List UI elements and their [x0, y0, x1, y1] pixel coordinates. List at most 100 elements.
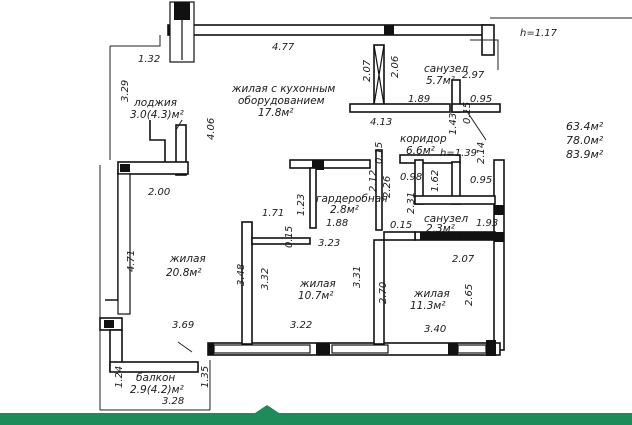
room-label: жилая — [299, 278, 336, 290]
dimension-label: 4.71 — [126, 250, 137, 272]
total-area: 78.0м² — [566, 134, 604, 147]
dimension-label: 3.22 — [290, 320, 312, 331]
dimension-label: 2.70 — [378, 282, 389, 304]
room-area: 2.8м² — [330, 204, 360, 216]
room-label: жилая с кухонным — [231, 83, 335, 95]
dimension-label: 1.35 — [200, 366, 211, 388]
dimension-label: 2.07 — [362, 59, 373, 82]
area-totals: 63.4м² 78.0м² 83.9м² — [566, 120, 626, 162]
dimension-label: 1.43 — [448, 113, 459, 135]
dimension-label: 0.15 — [462, 102, 473, 124]
top-outer-wall — [167, 24, 491, 36]
dimension-label: 2.12 — [368, 170, 379, 192]
dimension-label: 3.23 — [318, 238, 340, 249]
room-area: 5.7м² — [426, 75, 456, 87]
dimension-label: 0.98 — [400, 172, 422, 183]
room-label: санузел — [424, 213, 468, 225]
dimension-label: 2.07 — [452, 254, 475, 265]
dimension-label: 3.48 — [236, 264, 247, 286]
dimension-label: 0.95 — [470, 94, 492, 105]
footer-band — [0, 413, 632, 425]
room-top-wall — [251, 237, 311, 245]
left-outer-wall — [105, 120, 166, 301]
dimension-label: 0.15 — [374, 142, 385, 164]
total-living-area: 63.4м² — [566, 120, 604, 133]
wall-hatch — [448, 343, 458, 355]
room-area: 6.6м² — [406, 145, 436, 157]
door-swing — [465, 109, 487, 141]
dimension-label: 3.31 — [352, 266, 363, 288]
loggia-pier — [175, 124, 187, 176]
room-area: 3.0(4.3)м² — [130, 109, 185, 121]
wardrobe-top-wall — [289, 159, 371, 169]
dimension-label: 2.26 — [382, 176, 393, 198]
loggia-rail-top — [110, 35, 161, 47]
dimension-label: 2.06 — [390, 56, 401, 78]
wall-hatch — [120, 164, 130, 172]
wall-hatch — [486, 340, 496, 356]
height-label: h=1.17 — [520, 28, 558, 39]
footer-notch — [255, 405, 279, 413]
room-label: санузел — [424, 63, 468, 75]
wall-hatch — [316, 343, 330, 355]
room-label: жилая — [169, 253, 206, 265]
dimension-label: 2.65 — [464, 284, 475, 306]
bath2-top-wall — [414, 195, 496, 205]
dimension-label: 1.62 — [430, 170, 441, 192]
dimension-label: 1.88 — [326, 218, 348, 229]
dimension-label: 4.06 — [206, 118, 217, 140]
wardrobe-right-wall — [375, 149, 383, 231]
corridor-bottom-wall — [383, 231, 416, 241]
room-area: 10.7м² — [298, 290, 334, 302]
room-area: 2.3м² — [426, 223, 456, 235]
left-window-wall — [117, 173, 131, 315]
dimension-label: 3.40 — [424, 324, 446, 335]
dimension-label: 3.28 — [162, 396, 184, 407]
dimension-label: 3.29 — [120, 80, 131, 102]
dimension-label: 0.15 — [284, 226, 295, 248]
room-area: 2.9(4.2)м² — [130, 384, 185, 396]
living-divider-wall — [241, 221, 253, 345]
dimension-label: 1.89 — [408, 94, 430, 105]
right-outer-wall — [493, 159, 505, 351]
door-swing — [175, 119, 183, 131]
wall-hatch — [208, 343, 214, 355]
dimension-label: 0.15 — [390, 220, 412, 231]
dimension-label: 2.00 — [148, 187, 170, 198]
left-upper-wall — [117, 161, 189, 175]
room-label: коридор — [400, 133, 447, 145]
dimension-label: 1.23 — [296, 194, 307, 216]
wall-hatch — [494, 205, 504, 215]
shaft-line — [470, 39, 499, 70]
dimension-label: 3.69 — [172, 320, 194, 331]
dimension-label: 2.14 — [476, 142, 487, 164]
wall-hatch — [420, 232, 496, 240]
corridor-wall — [399, 154, 461, 164]
bottom-window — [213, 344, 311, 354]
dimension-label: 3.32 — [260, 268, 271, 290]
wall-hatch — [312, 160, 324, 170]
bath1-right-wall — [451, 103, 501, 113]
dimension-label: 0.95 — [470, 175, 492, 186]
room-label: жилая — [413, 288, 450, 300]
bath1-bottom-wall — [349, 103, 451, 113]
bottom-window — [457, 344, 487, 354]
bedroom-divider-wall — [373, 239, 385, 345]
room-label: оборудованием — [238, 95, 325, 107]
room-area: 11.3м² — [410, 300, 446, 312]
dimension-label: 4.13 — [370, 117, 392, 128]
dimension-label: 1.71 — [262, 208, 284, 219]
room-label: балкон — [136, 372, 175, 384]
bottom-window — [331, 344, 389, 354]
dimension-label: 1.32 — [138, 54, 160, 65]
dimension-label: 2.31 — [406, 192, 417, 214]
balcony-wall — [109, 361, 199, 373]
dimension-label: 1.93 — [476, 218, 498, 229]
wall-hatch — [384, 25, 394, 35]
room-area: 20.8м² — [166, 267, 202, 279]
wall-hatch — [104, 320, 114, 328]
height-label: h=1.39 — [440, 148, 477, 159]
room-area: 17.8м² — [258, 107, 294, 119]
